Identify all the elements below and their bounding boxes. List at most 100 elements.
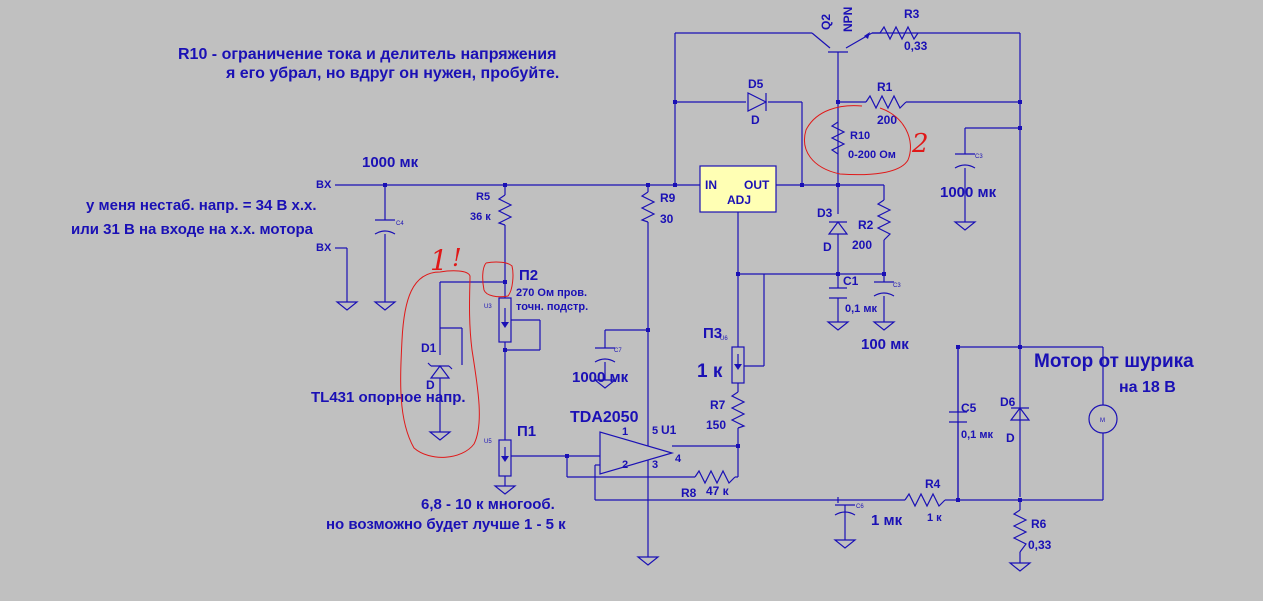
- r9-ref: R9: [660, 191, 676, 205]
- p2-ref: П2: [519, 267, 538, 284]
- c3-adj-val: 100 мк: [861, 336, 909, 353]
- d1-ref: D1: [421, 341, 437, 355]
- resistor-r5: R5 36 к: [470, 191, 513, 226]
- c4-small: C4: [396, 221, 404, 227]
- c7-val: 1000 мк: [572, 369, 629, 386]
- d6-type: D: [1006, 431, 1015, 445]
- resistor-r7: R7 150: [706, 391, 746, 432]
- p2-small: U3: [484, 304, 492, 310]
- c2-small: C3: [893, 283, 901, 289]
- capacitor-c4: C4 1000 мк BX BX: [316, 154, 419, 254]
- r2-ref: R2: [858, 218, 874, 232]
- r5-val: 36 к: [470, 211, 491, 223]
- note-p1-line1: 6,8 - 10 к многооб.: [421, 496, 555, 513]
- r2-val: 200: [852, 238, 872, 252]
- note-tl431: TL431 опорное напр.: [311, 389, 466, 406]
- r1-ref: R1: [877, 80, 893, 94]
- d6-ref: D6: [1000, 395, 1016, 409]
- r4-val: 1 к: [927, 512, 942, 524]
- pin5: 5: [652, 425, 658, 437]
- p1-small: U5: [484, 439, 492, 445]
- vx-bottom: BX: [316, 242, 332, 254]
- transistor-q2: Q2 NPN: [811, 7, 873, 60]
- note-input-line2: или 31 В на входе на х.х. мотора: [71, 221, 314, 238]
- reg-out: OUT: [744, 178, 770, 192]
- note-motor-title: Мотор от шурика: [1034, 351, 1194, 372]
- p3-small: U6: [720, 336, 728, 342]
- red-annotations: 1 ! 2: [400, 105, 929, 458]
- note-r10-line2: я его убрал, но вдруг он нужен, пробуйте…: [225, 65, 559, 82]
- r7-ref: R7: [710, 398, 726, 412]
- r9-val: 30: [660, 212, 674, 226]
- d3-ref: D3: [817, 206, 833, 220]
- resistor-r8: R8 47 к: [681, 469, 736, 500]
- resistor-r6: R6 0,33: [1012, 509, 1052, 553]
- junction-dots: [383, 100, 1022, 502]
- wires: [335, 32, 1104, 563]
- r8-ref: R8: [681, 486, 697, 500]
- capacitor-c2-adj: C3 100 мк: [861, 281, 909, 353]
- note-r10-line1: R10 - ограничение тока и делитель напряж…: [178, 46, 556, 63]
- motor-symbol: M: [1100, 418, 1105, 424]
- note-p1-line2: но возможно будет лучше 1 - 5 к: [326, 516, 566, 533]
- c-in-val: 1000 мк: [362, 154, 419, 171]
- resistor-r4: R4 1 к: [904, 477, 946, 524]
- ground-symbols: [335, 221, 1032, 572]
- capacitor-c1: C1 0,1 мк: [829, 274, 877, 315]
- mark1-excl: !: [452, 244, 462, 272]
- tda-ref: TDA2050: [570, 409, 639, 426]
- reg-in: IN: [705, 178, 717, 192]
- note-input-line1: у меня нестаб. напр. = 34 В х.х.: [86, 197, 317, 214]
- r3-ref: R3: [904, 7, 920, 21]
- pot-p1: U5 П1: [484, 423, 536, 477]
- c7-small: C7: [614, 348, 622, 354]
- r10-ref: R10: [850, 130, 870, 142]
- diode-d3: D3 D: [817, 206, 849, 254]
- pin1: 1: [622, 426, 628, 438]
- d1-type: D: [426, 378, 435, 392]
- note-motor-voltage: на 18 В: [1119, 379, 1176, 396]
- motor: M: [1088, 404, 1118, 434]
- reg-adj: ADJ: [727, 193, 751, 207]
- r3-val: 0,33: [904, 39, 928, 53]
- d5-type: D: [751, 113, 760, 127]
- p1-ref: П1: [517, 423, 536, 440]
- r6-ref: R6: [1031, 517, 1047, 531]
- vx-top: BX: [316, 179, 332, 191]
- r6-val: 0,33: [1028, 538, 1052, 552]
- note-p2-line2: точн. подстр.: [516, 301, 588, 313]
- u1-ref: U1: [661, 423, 677, 437]
- resistor-r3: R3 0,33: [872, 7, 928, 53]
- d3-type: D: [823, 240, 832, 254]
- r7-val: 150: [706, 418, 726, 432]
- q2-ref: Q2: [819, 14, 833, 30]
- r4-ref: R4: [925, 477, 941, 491]
- p3-val: 1 к: [697, 361, 723, 382]
- c5-ref: C5: [961, 401, 977, 415]
- c6-val: 1 мк: [871, 512, 903, 529]
- trimmer-p2: U3 П2: [484, 267, 538, 343]
- pot-p3: U6 П3 1 к: [697, 325, 745, 384]
- q2-type: NPN: [841, 7, 855, 32]
- mark1: 1: [430, 244, 448, 277]
- pin4: 4: [675, 453, 682, 465]
- capacitor-c5: C5 0,1 мк: [949, 401, 993, 500]
- diode-d5: D5 D: [747, 77, 768, 127]
- mark2: 2: [911, 129, 929, 159]
- opamp-u1: TDA2050 U1 1 2 3 4 5: [570, 409, 682, 475]
- zener-d1: D1 D: [421, 341, 453, 392]
- c3-top-val: 1000 мк: [940, 184, 997, 201]
- r5-ref: R5: [476, 191, 490, 203]
- c1-val: 0,1 мк: [845, 303, 877, 315]
- d5-ref: D5: [748, 77, 764, 91]
- resistor-r10: R10 0-200 Ом: [830, 121, 896, 161]
- r10-val: 0-200 Ом: [848, 149, 896, 161]
- pin3: 3: [652, 459, 658, 471]
- diode-d6: D6 D: [1000, 395, 1031, 445]
- c3-top-small: C3: [975, 154, 983, 160]
- c5-val: 0,1 мк: [961, 429, 993, 441]
- regulator-ic: IN OUT ADJ: [699, 165, 777, 213]
- capacitor-c7: C7 1000 мк: [572, 347, 629, 386]
- resistor-r2: R2 200: [852, 199, 892, 252]
